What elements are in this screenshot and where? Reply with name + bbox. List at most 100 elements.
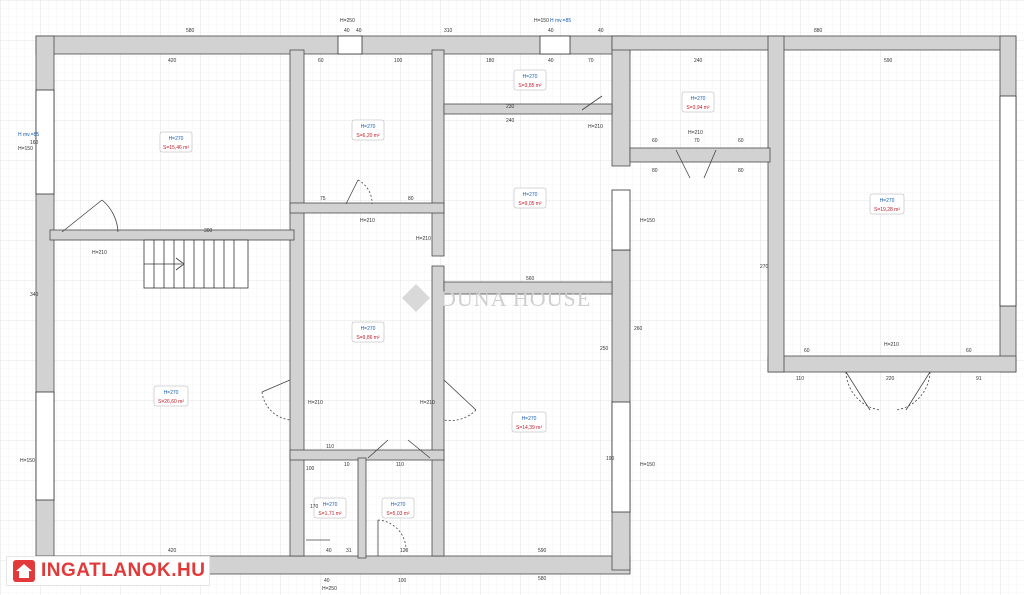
dim-label: 40 bbox=[326, 548, 332, 554]
dim-label: H=210 bbox=[308, 400, 323, 406]
room-area: S=6,20 m² bbox=[356, 133, 380, 139]
dim-label: 170 bbox=[310, 504, 319, 510]
dim-label: H=210 bbox=[884, 342, 899, 348]
dim-label: 60 bbox=[738, 138, 744, 144]
room-height: H=270 bbox=[164, 390, 179, 396]
dim-label: 75 bbox=[320, 196, 326, 202]
room-area: S=5,03 m² bbox=[386, 511, 410, 517]
room-area: S=1,71 m² bbox=[318, 511, 342, 517]
dim-label: H mv.=85 bbox=[18, 132, 39, 138]
room-area: S=9,05 m² bbox=[518, 201, 542, 207]
room-height: H=270 bbox=[169, 136, 184, 142]
staircase bbox=[143, 239, 249, 289]
doors bbox=[61, 95, 931, 556]
dim-label: 180 bbox=[486, 58, 495, 64]
dim-label: 40 bbox=[548, 28, 554, 34]
dim-label: 240 bbox=[506, 118, 515, 124]
dim-label: 250 bbox=[600, 346, 609, 352]
room-height: H=270 bbox=[523, 74, 538, 80]
room-height: H=270 bbox=[361, 124, 376, 130]
dim-label: 190 bbox=[606, 456, 615, 462]
dim-label: H=210 bbox=[92, 250, 107, 256]
dim-label: 40 bbox=[344, 28, 350, 34]
dim-label: 270 bbox=[760, 264, 769, 270]
dim-label: 80 bbox=[652, 168, 658, 174]
dim-label: 70 bbox=[694, 138, 700, 144]
watermark-text: DUNA HOUSE bbox=[440, 286, 591, 311]
room-area: S=3,94 m² bbox=[686, 105, 710, 111]
dim-label: 880 bbox=[814, 28, 823, 34]
dim-label: H=210 bbox=[688, 130, 703, 136]
room-area: S=14,39 m² bbox=[516, 425, 542, 431]
badge-text: INGATLANOK.HU bbox=[41, 560, 206, 581]
room-labels: H=270 S=15,46 m² H=270 S=6,20 m² H=270 S… bbox=[153, 69, 905, 519]
dim-label: 60 bbox=[966, 348, 972, 354]
dim-label: H=250 bbox=[322, 586, 337, 592]
dim-label: 80 bbox=[408, 196, 414, 202]
dim-label: 160 bbox=[30, 140, 39, 146]
dim-label: 420 bbox=[168, 58, 177, 64]
dim-label: 110 bbox=[796, 376, 804, 382]
dim-label: 60 bbox=[318, 58, 324, 64]
dim-label: 40 bbox=[324, 578, 330, 584]
dim-label: 60 bbox=[804, 348, 810, 354]
dim-label: 40 bbox=[598, 28, 604, 34]
dim-label: H=150 bbox=[640, 462, 655, 468]
dim-label: H=210 bbox=[360, 218, 375, 224]
dim-label: 110 bbox=[396, 462, 404, 468]
dimensions: 580 H=250 40 40 310 H=150 H mv.=85 40 40… bbox=[18, 18, 982, 592]
dim-label: 31 bbox=[346, 548, 352, 554]
dim-label: 100 bbox=[398, 578, 407, 584]
dim-label: 40 bbox=[548, 58, 554, 64]
dim-label: 340 bbox=[30, 292, 39, 298]
dim-label: 260 bbox=[634, 326, 643, 332]
dim-label: 40 bbox=[356, 28, 362, 34]
dim-label: 240 bbox=[694, 58, 703, 64]
dim-label: 310 bbox=[444, 28, 453, 34]
room-height: H=270 bbox=[523, 192, 538, 198]
ingatlanok-badge: INGATLANOK.HU bbox=[6, 556, 210, 586]
dim-label: H=210 bbox=[588, 124, 603, 130]
dim-label: H=150 bbox=[18, 146, 33, 152]
room-area: S=9,86 m² bbox=[356, 335, 380, 341]
dim-label: 60 bbox=[652, 138, 658, 144]
dim-label: H=150 bbox=[534, 18, 549, 24]
dim-label: 220 bbox=[886, 376, 895, 382]
dim-label: 100 bbox=[306, 466, 315, 472]
room-area: S=3,85 m² bbox=[518, 83, 542, 89]
room-height: H=270 bbox=[522, 416, 537, 422]
dim-label: H=150 bbox=[640, 218, 655, 224]
dim-label: 580 bbox=[538, 576, 547, 582]
dim-label: 580 bbox=[186, 28, 195, 34]
dim-label: H=150 bbox=[20, 458, 35, 464]
dim-label: 10 bbox=[344, 462, 350, 468]
dim-label: 230 bbox=[506, 104, 515, 110]
room-height: H=270 bbox=[391, 502, 406, 508]
room-height: H=270 bbox=[691, 96, 706, 102]
dim-label: 91 bbox=[976, 376, 982, 382]
watermark: DUNA HOUSE bbox=[402, 284, 591, 312]
dim-label: H mv.=85 bbox=[550, 18, 571, 24]
dim-label: H=250 bbox=[340, 18, 355, 24]
dim-label: 80 bbox=[738, 168, 744, 174]
dim-label: 300 bbox=[204, 228, 213, 234]
dim-label: 110 bbox=[326, 444, 334, 450]
room-area: S=26,60 m² bbox=[158, 399, 184, 405]
dim-label: 590 bbox=[884, 58, 893, 64]
windows bbox=[35, 35, 1017, 513]
dim-label: 420 bbox=[168, 548, 177, 554]
room-height: H=270 bbox=[880, 198, 895, 204]
dim-label: 590 bbox=[538, 548, 547, 554]
dim-label: 560 bbox=[526, 276, 535, 282]
dim-label: H=210 bbox=[416, 236, 431, 242]
room-area: S=19,28 m² bbox=[874, 207, 900, 213]
house-icon bbox=[13, 560, 35, 582]
room-height: H=270 bbox=[323, 502, 338, 508]
dim-label: H=210 bbox=[420, 400, 435, 406]
dim-label: 70 bbox=[588, 58, 594, 64]
room-height: H=270 bbox=[361, 326, 376, 332]
dim-label: 120 bbox=[400, 548, 409, 554]
room-area: S=15,46 m² bbox=[163, 145, 189, 151]
